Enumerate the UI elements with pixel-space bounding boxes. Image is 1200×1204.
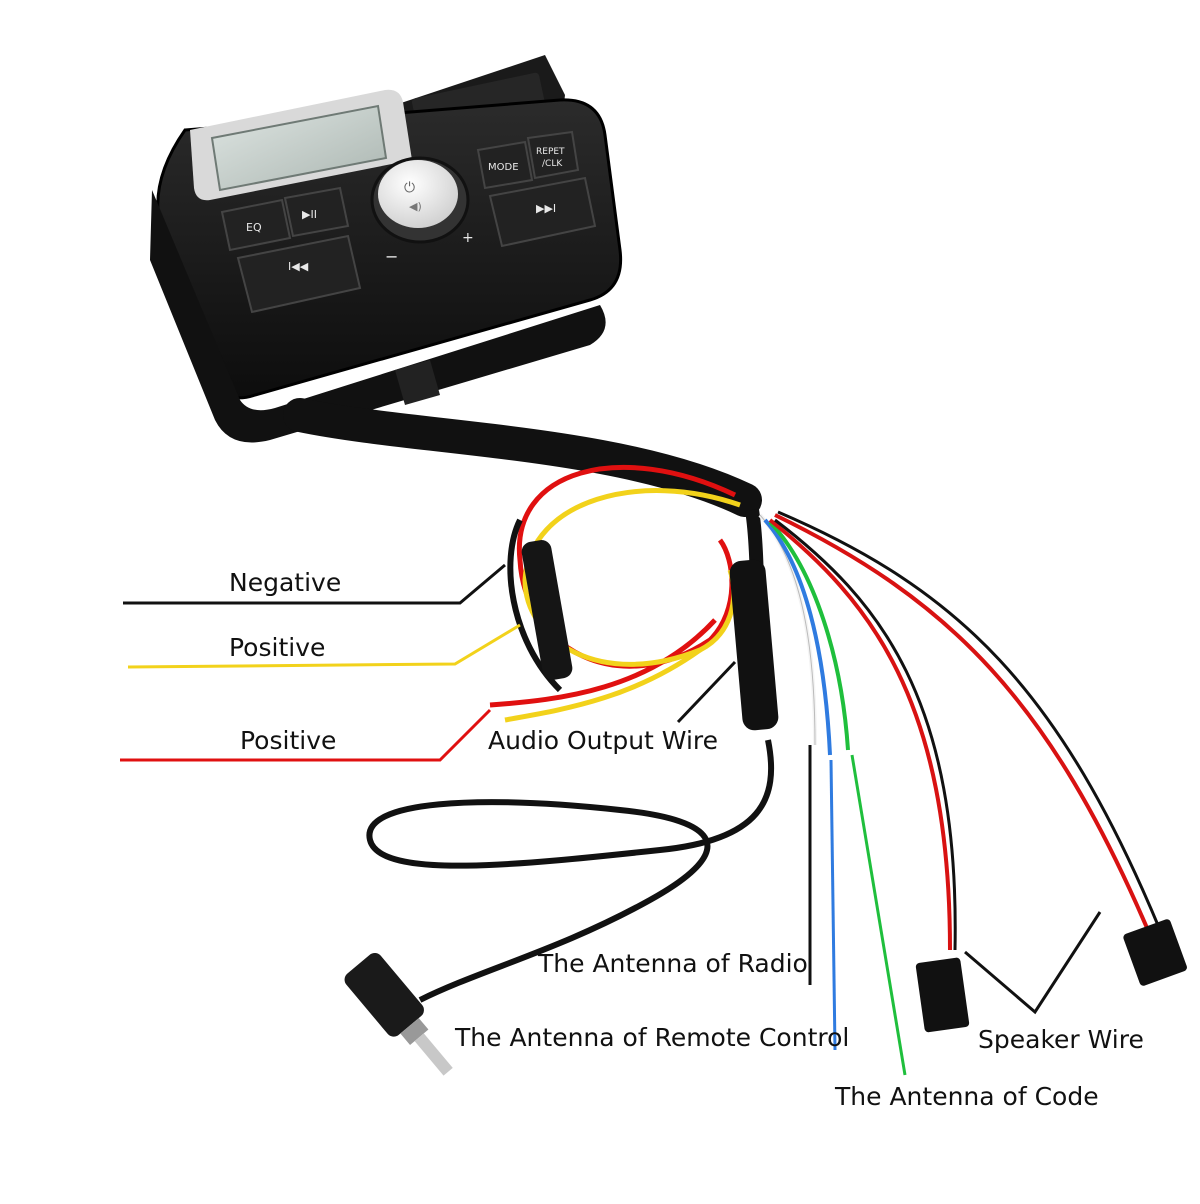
- eq-button-label: EQ: [246, 221, 262, 234]
- speaker-connector-right: [1123, 919, 1187, 986]
- mode-button[interactable]: [476, 140, 534, 190]
- power-icon: ⏻: [404, 180, 415, 196]
- repeat-clock-button[interactable]: [526, 130, 580, 180]
- mount-bracket: [395, 360, 440, 405]
- volume-minus-label: −: [385, 247, 398, 266]
- positive-yellow-leader-line: [127, 623, 521, 669]
- antenna-remote-label: The Antenna of Remote Control: [455, 1023, 850, 1052]
- speaker-icon: ◀): [409, 200, 422, 213]
- remote-antenna-leader-line: [829, 759, 837, 1051]
- play-pause-button-label: ▶II: [302, 208, 317, 221]
- audio-jack-socket: [729, 559, 779, 731]
- positive-red-leader-line: [120, 708, 492, 762]
- speaker-connector-left: [915, 957, 970, 1033]
- audio-plug: [344, 952, 453, 1076]
- eq-button[interactable]: [220, 198, 292, 252]
- lcd-screen: [210, 104, 388, 192]
- previous-button-label: I◀◀: [288, 260, 309, 273]
- previous-button[interactable]: [236, 234, 362, 314]
- speaker-wire-black-right: [777, 510, 1162, 931]
- audio-output-label: Audio Output Wire: [488, 726, 719, 755]
- audio-output-leader-line: [676, 660, 737, 724]
- mode-button-label: MODE: [488, 162, 519, 173]
- device-base: [150, 190, 606, 443]
- green-code-antenna-wire: [768, 520, 850, 751]
- speaker-wire-label: Speaker Wire: [978, 1025, 1144, 1054]
- knob-cap: [378, 160, 458, 228]
- positive-yellow-label: Positive: [229, 633, 326, 662]
- radio-head-unit: SD EQ ▶II I◀◀ ⏻ ◀) − + MODE: [150, 55, 623, 443]
- positive-red-label: Positive: [240, 726, 337, 755]
- volume-plus-label: +: [462, 230, 474, 246]
- speaker-wire-red-left: [768, 518, 952, 951]
- speaker-wire-black-left: [774, 518, 957, 951]
- blue-remote-antenna-wire: [763, 518, 832, 756]
- wires: [344, 465, 1187, 1076]
- play-pause-button[interactable]: [283, 186, 350, 238]
- right-button-cluster: MODE REPET /CLK ▶▶I: [476, 130, 597, 248]
- antenna-code-label: The Antenna of Code: [835, 1082, 1099, 1111]
- negative-leader-line: [123, 563, 506, 605]
- repeat-button-label-1: REPET: [536, 147, 565, 157]
- leader-lines: [120, 563, 1102, 1076]
- left-button-cluster: EQ ▶II I◀◀: [220, 186, 362, 314]
- speaker-wire-leader-line: [964, 911, 1102, 1015]
- code-antenna-leader-line: [850, 754, 907, 1076]
- negative-label: Negative: [229, 568, 342, 597]
- repeat-button-label-2: /CLK: [542, 159, 563, 169]
- audio-cable-coil: [366, 739, 774, 1003]
- antenna-radio-label: The Antenna of Radio: [538, 949, 808, 978]
- inline-fuse-holder: [521, 540, 573, 680]
- yellow-power-wire-end: [504, 647, 702, 723]
- volume-power-knob[interactable]: ⏻ ◀) − +: [370, 156, 474, 266]
- speaker-wire-red-right: [774, 513, 1152, 936]
- main-cable: [283, 398, 762, 517]
- red-power-wire-end: [489, 618, 717, 708]
- next-button-label: ▶▶I: [536, 202, 556, 215]
- next-button[interactable]: [488, 176, 597, 248]
